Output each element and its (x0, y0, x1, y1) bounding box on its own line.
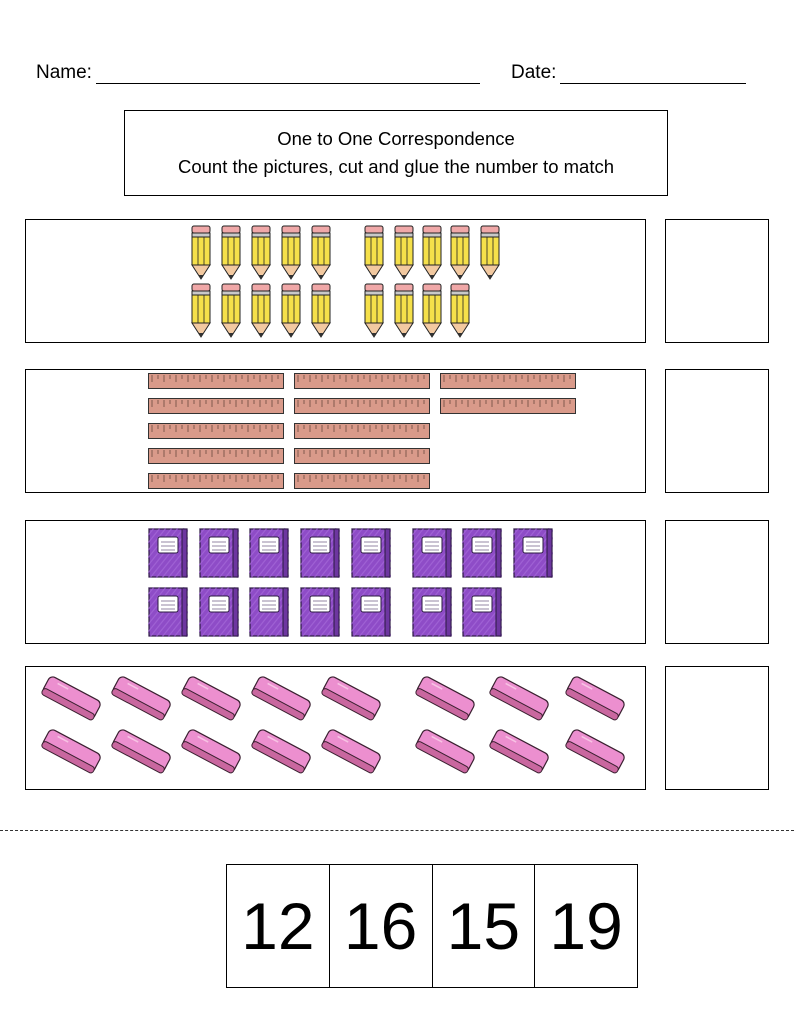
eraser-icon (562, 725, 630, 784)
pencil-icon (448, 225, 472, 286)
ruler-icon (294, 398, 430, 419)
title-box: One to One Correspondence Count the pict… (124, 110, 668, 196)
pencil-icon (189, 225, 213, 286)
eraser-row (25, 666, 646, 790)
date-underline (560, 64, 747, 84)
pencil-icon (189, 283, 213, 344)
title-line-2: Count the pictures, cut and glue the num… (177, 156, 615, 177)
eraser-icon (38, 725, 106, 784)
cut-line (0, 830, 794, 831)
notebook-icon (107, 586, 245, 642)
title-line-1: One to One Correspondence (277, 128, 515, 149)
pencil-icon (420, 283, 444, 344)
notebook-icon (208, 527, 346, 583)
ruler-icon (148, 448, 284, 469)
notebook-icon (158, 527, 296, 583)
pencil-icon (420, 225, 444, 286)
date-field: Date: (511, 62, 747, 84)
eraser-icon (108, 725, 176, 784)
notebook-icon (259, 586, 397, 642)
notebook-answer-box (665, 520, 769, 644)
number-cutout[interactable]: 19 (534, 865, 637, 987)
notebook-icon (371, 586, 509, 642)
eraser-icon (38, 672, 106, 731)
notebook-icon (371, 527, 509, 583)
pencil-icon (309, 225, 333, 286)
pencil-icon (219, 283, 243, 344)
notebook-icon (158, 586, 296, 642)
ruler-icon (148, 473, 284, 494)
number-cutout-strip: 12 16 15 19 (226, 864, 638, 988)
number-cutout[interactable]: 12 (241, 889, 315, 963)
notebook-icon (107, 527, 245, 583)
eraser-icon (108, 672, 176, 731)
notebook-icon (208, 586, 346, 642)
eraser-icon (248, 725, 316, 784)
date-label: Date: (511, 62, 557, 83)
pencil-icon (279, 225, 303, 286)
ruler-icon (294, 448, 430, 469)
pencil-icon (309, 283, 333, 344)
pencil-icon (249, 283, 273, 344)
ruler-answer-box (665, 369, 769, 493)
notebook-row (25, 520, 646, 644)
pencil-icon (478, 225, 502, 286)
eraser-icon (248, 672, 316, 731)
pencil-icon (392, 283, 416, 344)
eraser-icon (318, 672, 386, 731)
number-cutout[interactable]: 15 (431, 865, 535, 987)
ruler-icon (148, 398, 284, 419)
eraser-icon (412, 672, 480, 731)
ruler-icon (440, 398, 576, 419)
pencil-icon (279, 283, 303, 344)
eraser-icon (486, 672, 554, 731)
notebook-icon (421, 527, 559, 583)
eraser-icon (178, 672, 246, 731)
ruler-row (25, 369, 646, 493)
pencil-icon (448, 283, 472, 344)
eraser-icon (562, 672, 630, 731)
pencil-icon (219, 225, 243, 286)
notebook-icon (472, 527, 610, 583)
eraser-icon (178, 725, 246, 784)
pencil-icon (362, 283, 386, 344)
notebook-icon (259, 527, 397, 583)
pencil-answer-box (665, 219, 769, 343)
ruler-icon (148, 373, 284, 394)
notebook-icon (310, 586, 448, 642)
ruler-icon (294, 473, 430, 494)
pencil-icon (362, 225, 386, 286)
ruler-icon (440, 373, 576, 394)
name-label: Name: (36, 62, 92, 83)
ruler-icon (294, 423, 430, 444)
ruler-icon (294, 373, 430, 394)
eraser-icon (412, 725, 480, 784)
eraser-answer-box (665, 666, 769, 790)
pencil-icon (392, 225, 416, 286)
pencil-row (25, 219, 646, 343)
notebook-icon (421, 586, 559, 642)
number-cutout[interactable]: 16 (328, 865, 432, 987)
name-underline (95, 64, 480, 84)
name-field: Name: (36, 62, 480, 84)
eraser-icon (318, 725, 386, 784)
eraser-icon (486, 725, 554, 784)
notebook-icon (310, 527, 448, 583)
pencil-icon (249, 225, 273, 286)
ruler-icon (148, 423, 284, 444)
